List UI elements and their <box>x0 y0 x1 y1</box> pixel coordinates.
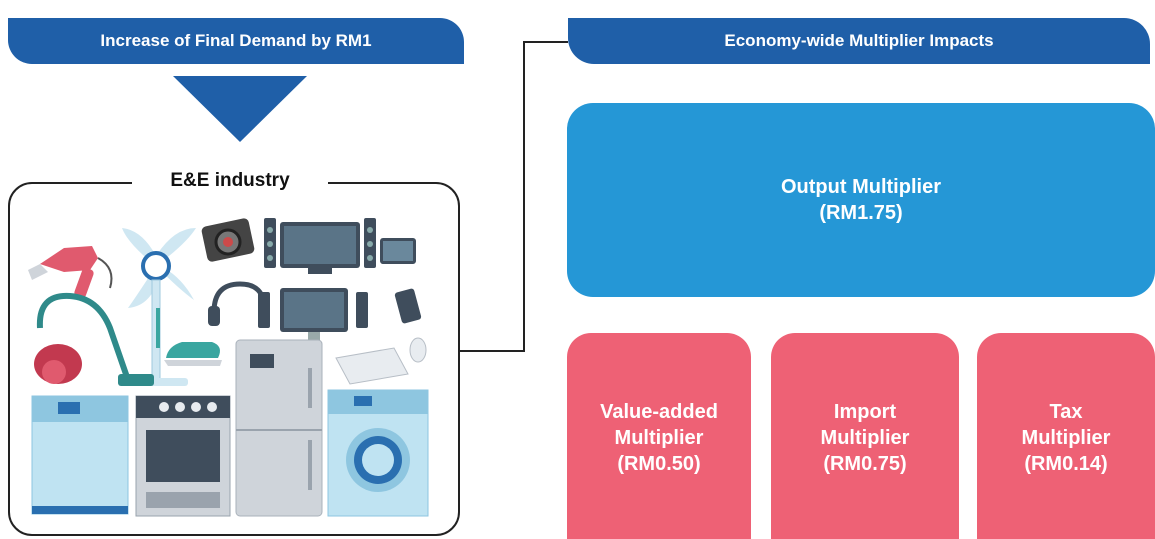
import-multiplier-box: Import Multiplier (RM0.75) <box>771 333 959 539</box>
impacts-header-text: Economy-wide Multiplier Impacts <box>724 31 994 50</box>
tv-icon <box>280 222 360 274</box>
multiplier-name-line2: Multiplier <box>1021 427 1111 449</box>
camera-icon <box>201 218 255 262</box>
connector-line <box>460 41 568 352</box>
multiplier-value: (RM0.75) <box>823 453 907 475</box>
value-added-multiplier-box: Value-added Multiplier (RM0.50) <box>567 333 751 539</box>
hair-dryer-icon <box>28 246 113 299</box>
multiplier-name-line1: Tax <box>1049 401 1083 423</box>
output-multiplier-value: (RM1.75) <box>819 202 903 224</box>
multiplier-value: (RM0.50) <box>617 453 701 475</box>
impacts-header: Economy-wide Multiplier Impacts <box>568 18 1150 64</box>
tablet-icon <box>380 238 416 264</box>
mouse-icon <box>409 337 427 363</box>
down-arrow-icon <box>173 76 307 142</box>
multiplier-value: (RM0.14) <box>1024 453 1108 475</box>
monitor-icon <box>258 288 368 340</box>
washing-machine-icon <box>327 389 429 517</box>
multiplier-name-line1: Value-added <box>600 401 718 423</box>
multiplier-name-line1: Import <box>833 401 897 423</box>
vacuum-icon <box>34 292 154 386</box>
output-multiplier-label: Output Multiplier <box>781 176 941 198</box>
final-demand-text: Increase of Final Demand by RM1 <box>100 31 372 50</box>
final-demand-label: Increase of Final Demand by RM1 <box>8 18 464 64</box>
refrigerator-icon <box>235 339 323 517</box>
iron-icon <box>164 342 222 366</box>
speaker-icon <box>264 218 376 268</box>
multiplier-name-line2: Multiplier <box>614 427 704 449</box>
output-multiplier-box: Output Multiplier (RM1.75) <box>567 103 1155 297</box>
dishwasher-icon <box>31 395 129 515</box>
stove-icon <box>135 395 231 517</box>
appliances-illustration <box>28 218 429 517</box>
keyboard-icon <box>335 347 409 385</box>
tax-multiplier-box: Tax Multiplier (RM0.14) <box>977 333 1155 539</box>
multiplier-name-line2: Multiplier <box>820 427 910 449</box>
phone-icon <box>394 288 422 324</box>
industry-title: E&E industry <box>132 166 328 196</box>
